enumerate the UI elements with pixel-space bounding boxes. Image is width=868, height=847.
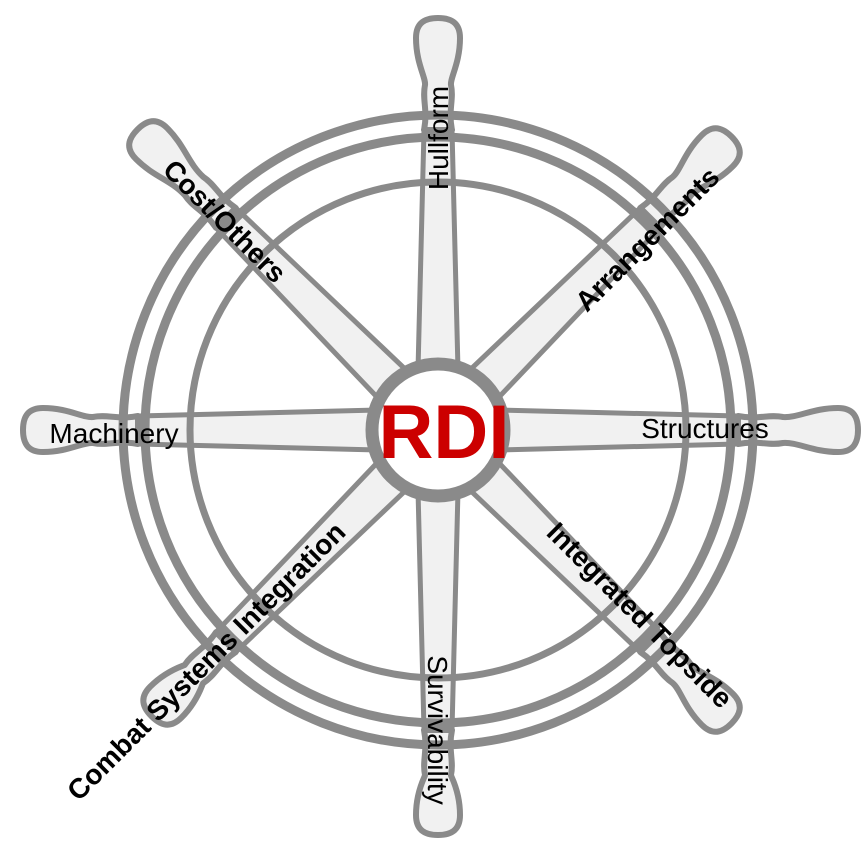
label-structures: Structures — [641, 413, 769, 444]
label-cost-others: Cost/Others — [157, 154, 292, 289]
label-machinery: Machinery — [49, 418, 178, 449]
label-combat-systems-integration: Combat Systems Integration — [61, 516, 351, 806]
label-survivability: Survivability — [422, 655, 453, 804]
spoke-hullform — [416, 18, 460, 370]
label-hullform: Hullform — [423, 86, 454, 190]
hub-label: RDI — [379, 390, 510, 475]
